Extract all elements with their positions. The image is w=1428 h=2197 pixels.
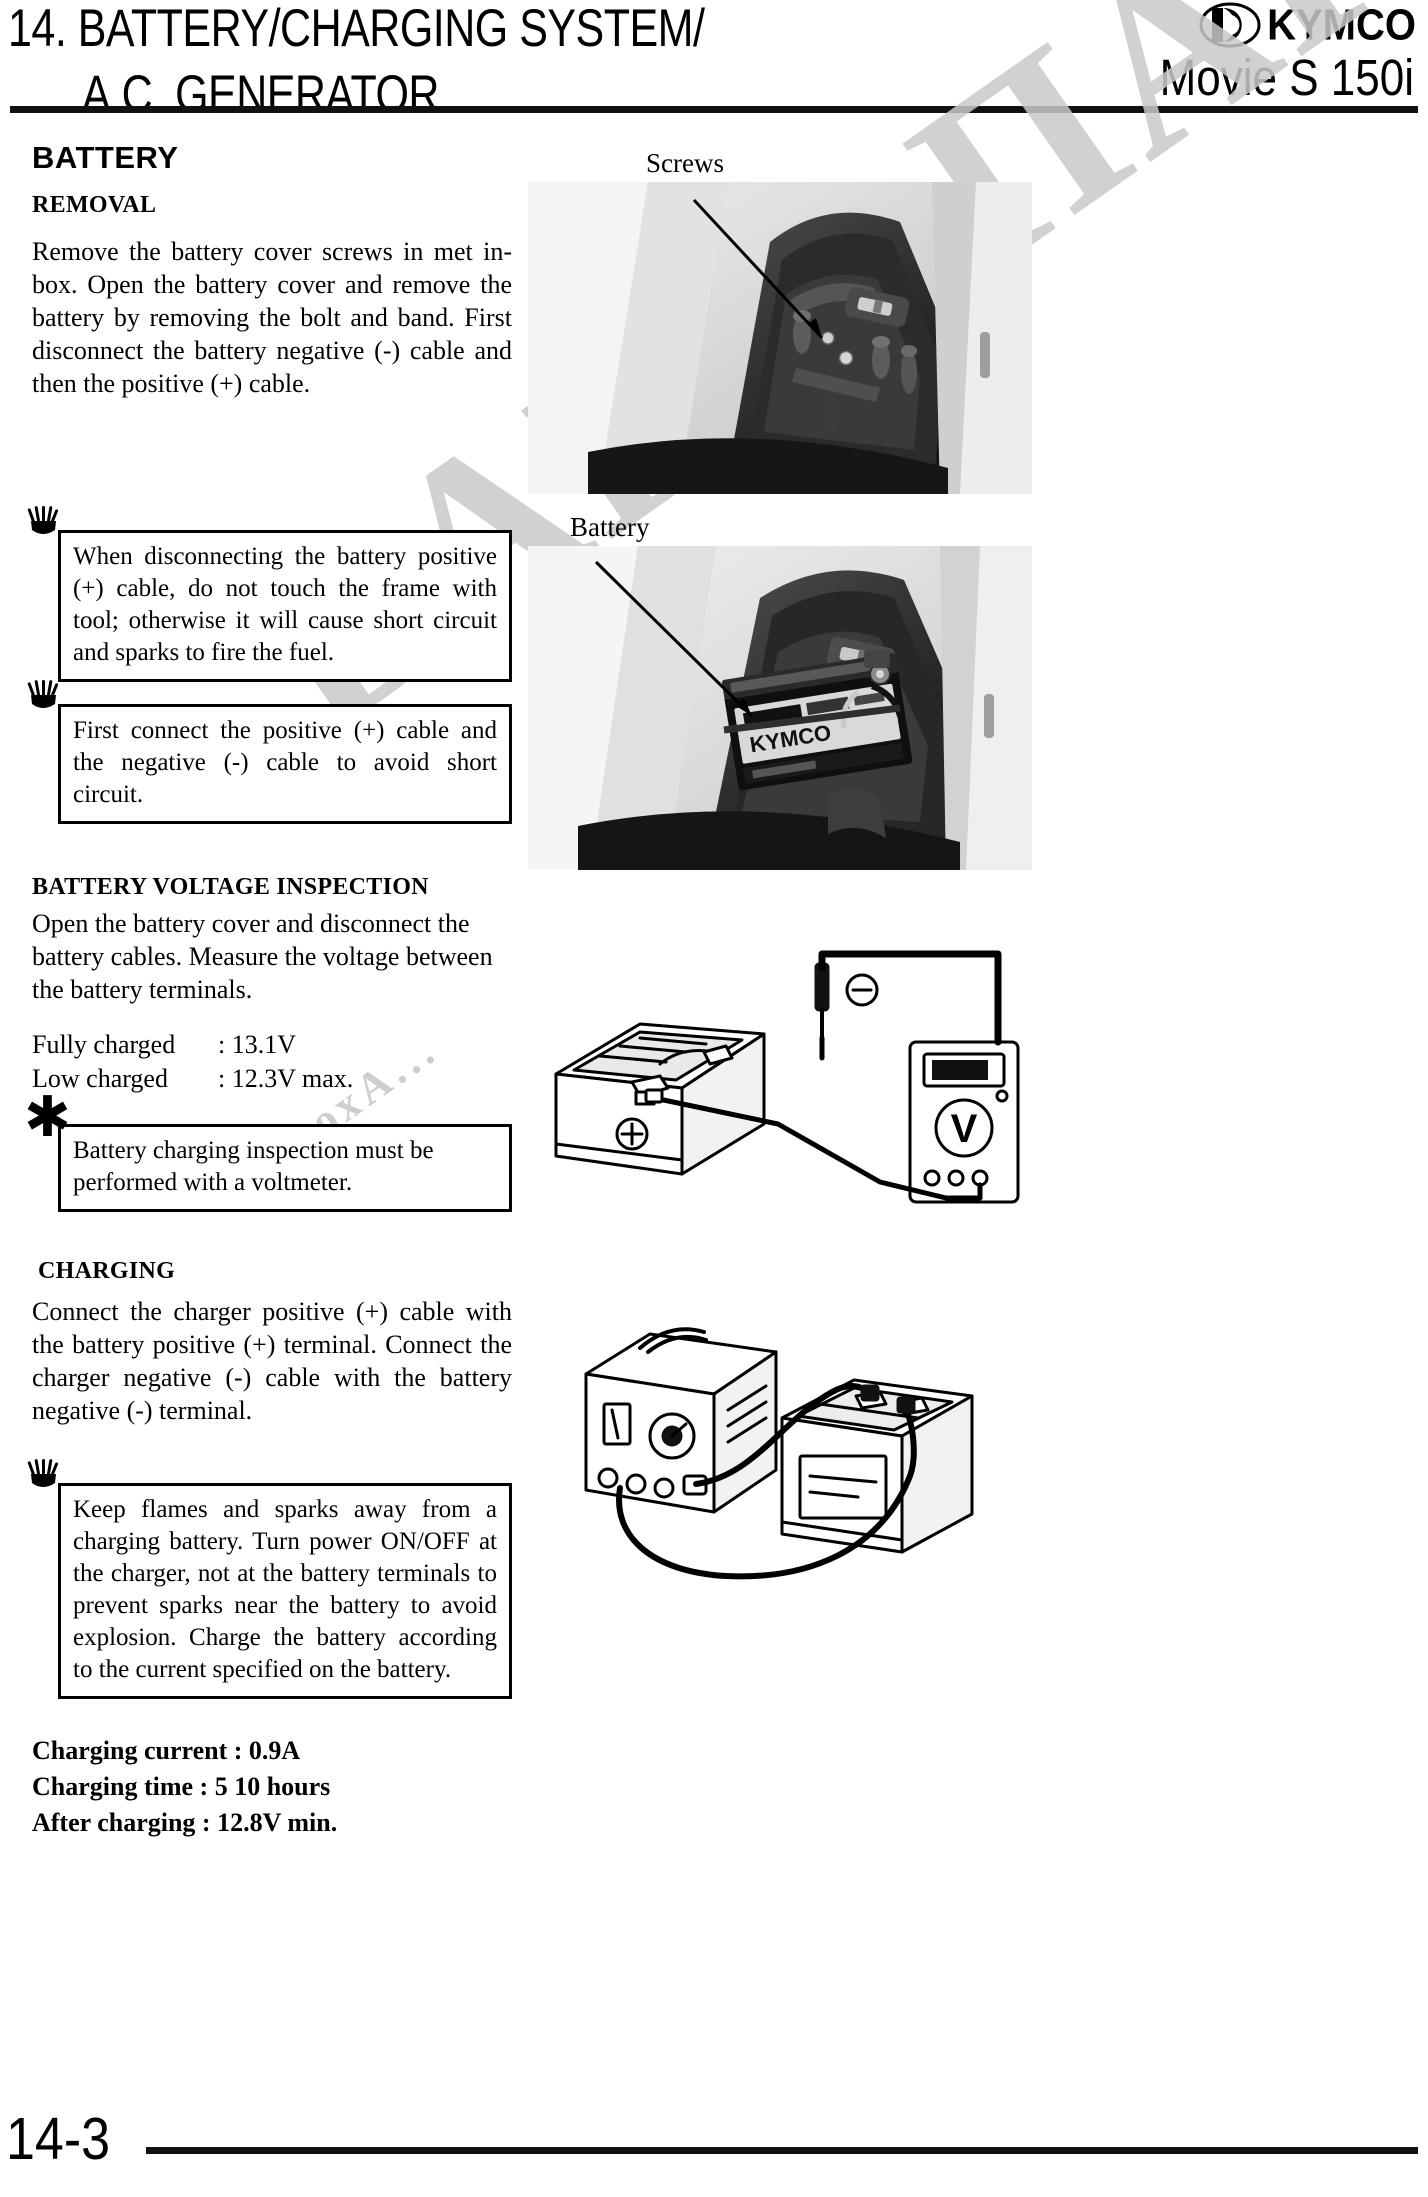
asterisk-icon: ✱	[24, 1087, 71, 1149]
warning-box-2-text: First connect the positive (+) cable and…	[58, 704, 512, 824]
warning-hand-icon	[26, 506, 62, 546]
voltmeter-symbol: V	[951, 1107, 978, 1151]
model-name: Movie S 150i	[1159, 50, 1414, 107]
star-note-text: Battery charging inspection must be perf…	[58, 1124, 512, 1212]
figure-battery: Battery	[528, 512, 1408, 882]
page-footer: 14-3	[0, 2105, 1428, 2175]
kymco-logo: KYMCO	[1199, 0, 1416, 49]
spec-line: Charging time : 5 10 hours	[32, 1772, 331, 1801]
warning-box-1-text: When disconnecting the battery positive …	[58, 530, 512, 682]
callout-label-battery: Battery	[570, 512, 650, 542]
photo-battery-installed: KYMCO	[528, 546, 1032, 870]
photo-under-seat-compartment	[528, 182, 1032, 494]
chapter-title: 14. BATTERY/CHARGING SYSTEM/ A.C. GENERA…	[8, 0, 708, 128]
heading-charging: CHARGING	[38, 1258, 176, 1284]
page-header: 14. BATTERY/CHARGING SYSTEM/ A.C. GENERA…	[0, 0, 1428, 124]
voltage-row: Low charged : 12.3V max.	[32, 1062, 512, 1096]
voltage-row-value: : 13.1V	[218, 1030, 296, 1059]
header-divider	[10, 106, 1418, 113]
warning-box-3: Keep flames and sparks away from a charg…	[27, 1459, 512, 1699]
inspection-paragraph: Open the battery cover and disconnect th…	[32, 909, 493, 1004]
voltage-table: Fully charged : 13.1V Low charged : 12.3V …	[32, 1028, 512, 1096]
diagram-battery-charger	[584, 1327, 974, 1580]
callout-label-screws: Screws	[646, 148, 724, 178]
warning-box-3-text: Keep flames and sparks away from a charg…	[58, 1483, 512, 1699]
heading-battery-voltage-inspection: BATTERY VOLTAGE INSPECTION	[32, 874, 429, 900]
section-heading-battery: BATTERY	[32, 140, 179, 175]
left-text-column: BATTERY REMOVAL Remove the battery cover…	[24, 140, 512, 1841]
warning-box-2: First connect the positive (+) cable and…	[27, 680, 512, 824]
kymco-wordmark: KYMCO	[1267, 0, 1416, 49]
chapter-title-line2: A.C. GENERATOR	[82, 65, 439, 125]
voltage-row-label: Fully charged	[32, 1030, 176, 1059]
voltage-row: Fully charged : 13.1V	[32, 1028, 512, 1062]
spec-line: Charging current : 0.9A	[32, 1736, 301, 1765]
warning-box-1: When disconnecting the battery positive …	[27, 506, 512, 682]
figure-screws: Screws	[528, 148, 1408, 500]
warning-hand-icon	[26, 1459, 62, 1499]
footer-divider	[146, 2147, 1418, 2154]
voltage-row-value: : 12.3V max.	[218, 1064, 354, 1093]
diagram-battery-voltmeter: V	[554, 950, 1020, 1204]
figure-charger-hookup	[568, 1300, 1408, 1600]
kymco-emblem-icon	[1199, 2, 1261, 48]
charging-paragraph: Connect the charger positive (+) cable w…	[32, 1297, 512, 1425]
warning-hand-icon	[26, 680, 62, 720]
removal-paragraph: Remove the battery cover screws in met i…	[32, 237, 512, 398]
page-number: 14-3	[6, 2106, 111, 2173]
heading-removal: REMOVAL	[32, 192, 157, 218]
chapter-title-line1: 14. BATTERY/CHARGING SYSTEM/	[8, 0, 705, 59]
charging-specs: Charging current : 0.9A Charging time : …	[32, 1733, 512, 1841]
voltage-row-label: Low charged	[32, 1064, 168, 1093]
right-figure-column: Screws	[528, 148, 1408, 1600]
figure-voltmeter-hookup: V	[528, 946, 1408, 1236]
spec-line: After charging : 12.8V min.	[32, 1808, 338, 1837]
star-note-box: ✱ Battery charging inspection must be pe…	[24, 1090, 512, 1212]
